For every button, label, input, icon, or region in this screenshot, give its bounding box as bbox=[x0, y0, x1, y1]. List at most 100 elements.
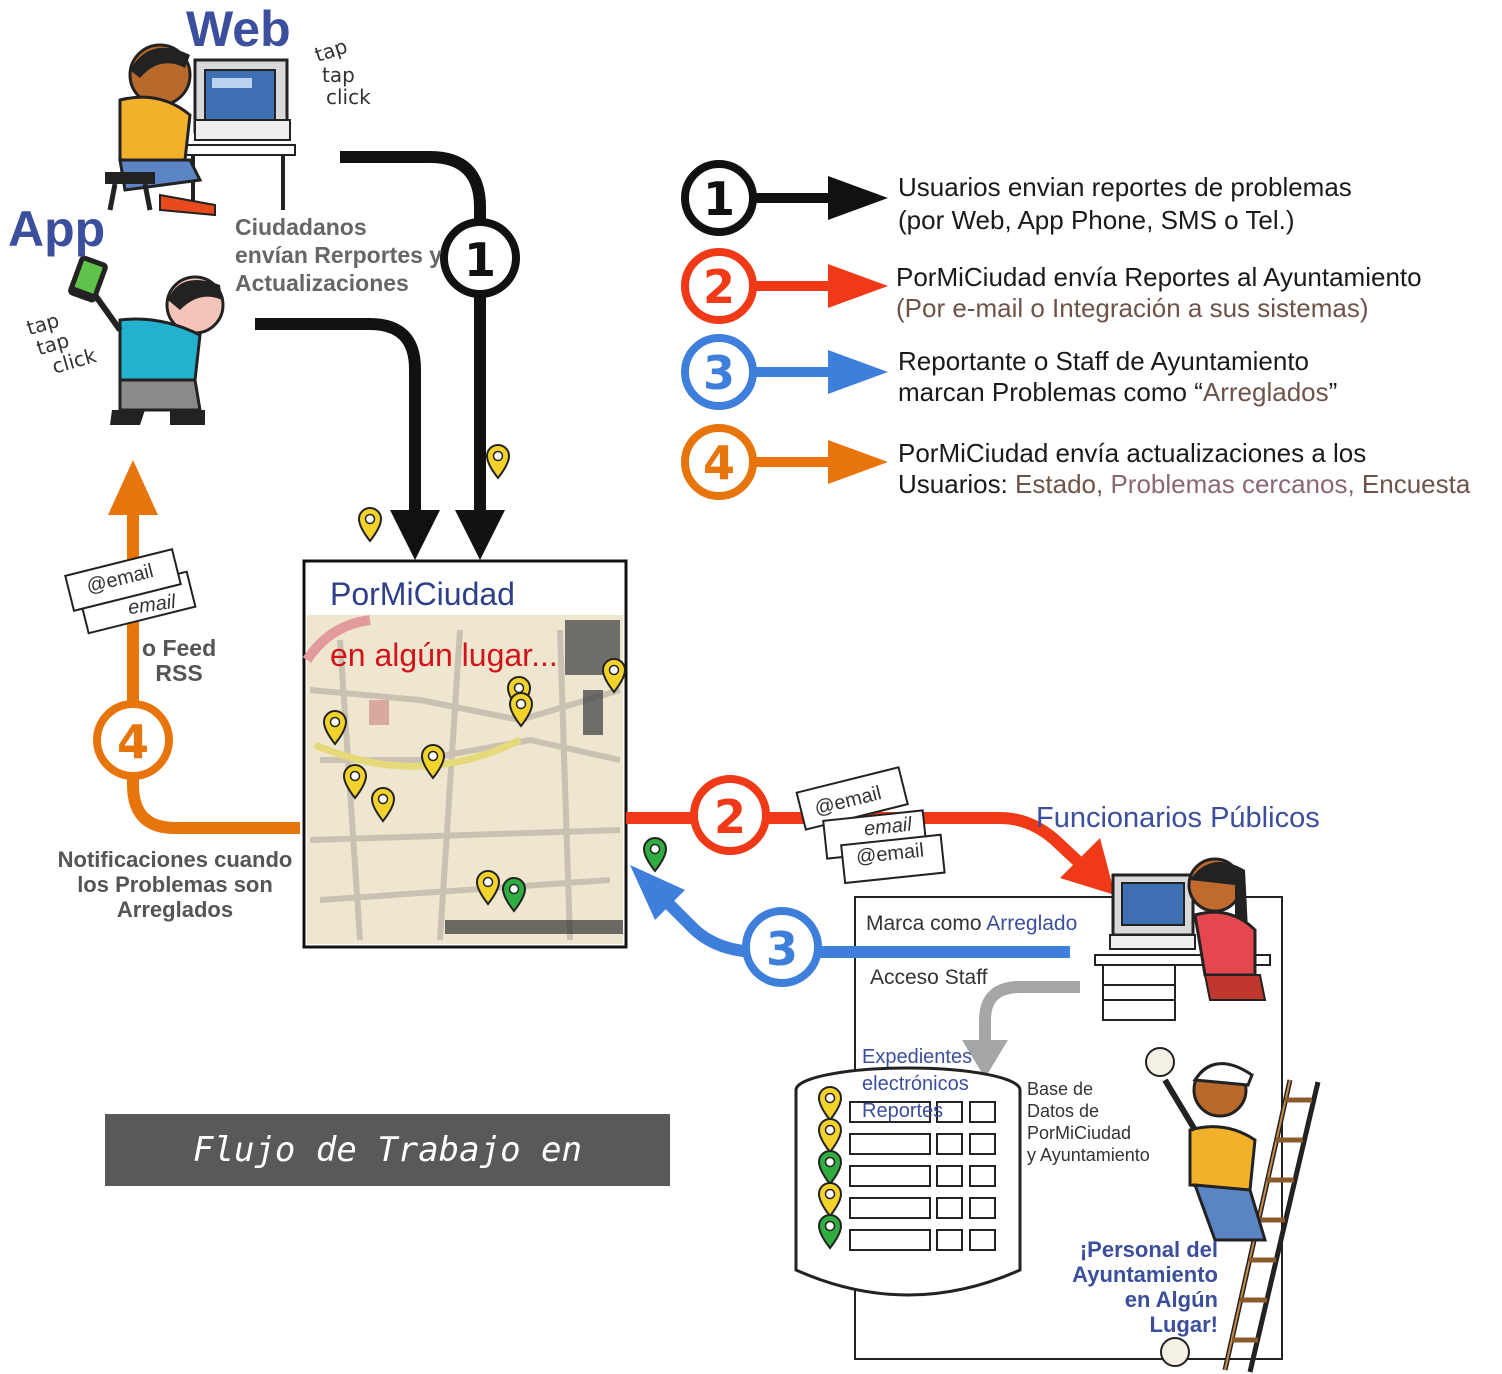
legend-3-line2: marcan Problemas como “Arreglados” bbox=[898, 377, 1337, 408]
legend-3-line1: Reportante o Staff de Ayuntamiento bbox=[898, 346, 1309, 376]
legend-1-line2: (por Web, App Phone, SMS o Tel.) bbox=[898, 205, 1295, 235]
map-pin-icon bbox=[601, 658, 627, 694]
feed-line-1: o Feed bbox=[142, 635, 217, 661]
legend-number-2: 2 bbox=[703, 260, 735, 314]
map-pin-icon bbox=[420, 744, 446, 780]
legend-badge-2 bbox=[681, 248, 757, 324]
database-illustration bbox=[794, 1066, 1022, 1297]
map-pin-icon bbox=[817, 1086, 843, 1122]
legend-2-line2: (Por e-mail o Integración a sus sistemas… bbox=[896, 293, 1369, 323]
db-caption: Base de Datos de PorMiCiudad y Ayuntamie… bbox=[1027, 1078, 1150, 1166]
citizens-line-1: Ciudadanos bbox=[235, 214, 367, 240]
app-label: App bbox=[8, 201, 106, 257]
staff-access-arrow bbox=[962, 981, 1080, 1078]
svg-text:3: 3 bbox=[766, 922, 798, 976]
field-staff-3: en Algún bbox=[1124, 1287, 1218, 1312]
notifications-caption: Notificaciones cuando los Problemas son … bbox=[55, 847, 295, 922]
step1-arrows: 1 bbox=[255, 151, 520, 560]
legend-item-4: PorMiCiudad envía actualizaciones a los … bbox=[898, 438, 1470, 500]
feed-line-2: RSS bbox=[155, 660, 203, 686]
legend-badge-3 bbox=[681, 334, 757, 410]
map-pin-icon bbox=[817, 1150, 843, 1186]
lightbulb-icon bbox=[1145, 1047, 1175, 1077]
field-staff-caption: ¡Personal del Ayuntamiento en Algún Luga… bbox=[1040, 1237, 1218, 1337]
notif-line-2: los Problemas son bbox=[77, 872, 273, 897]
legend-number-3: 3 bbox=[703, 346, 735, 400]
field-staff-1: ¡Personal del bbox=[1079, 1237, 1218, 1262]
web-click: click bbox=[326, 85, 371, 109]
db-item-2: electrónicos bbox=[862, 1073, 969, 1095]
step2-arrow: 2 bbox=[626, 766, 1115, 895]
legend-3-line2-b: Arreglados bbox=[1202, 377, 1329, 407]
map-pin-icon bbox=[475, 870, 501, 906]
svg-text:1: 1 bbox=[464, 233, 496, 287]
citizens-caption: Ciudadanos envían Rerportes y Actualizac… bbox=[235, 213, 442, 297]
pormiciudad-app-box bbox=[302, 559, 628, 949]
notif-line-3: Arreglados bbox=[116, 897, 234, 922]
db-item-1: Expedientes bbox=[862, 1046, 973, 1068]
web-tap-2: tap bbox=[322, 63, 355, 87]
mark-fixed-b: Arreglado bbox=[986, 912, 1078, 935]
svg-text:2: 2 bbox=[714, 790, 746, 844]
app-box-subtitle: en algún lugar... bbox=[330, 637, 558, 673]
web-label: Web bbox=[186, 1, 291, 57]
db-caption-3: PorMiCiudad bbox=[1027, 1123, 1132, 1143]
legend-item-3: Reportante o Staff de Ayuntamiento marca… bbox=[898, 346, 1337, 408]
legend-item-2: PorMiCiudad envía Reportes al Ayuntamien… bbox=[896, 262, 1422, 324]
db-caption-2: Datos de bbox=[1027, 1101, 1100, 1121]
legend-3-line2-c: ” bbox=[1328, 377, 1338, 407]
legend-4-line2-c: Problemas cercanos, bbox=[1110, 469, 1362, 499]
app-user-illustration bbox=[68, 255, 225, 425]
map-pin-icon bbox=[342, 764, 368, 800]
notif-line-1: Notificaciones cuando bbox=[57, 847, 293, 872]
step3-arrow: 3 bbox=[630, 865, 1070, 987]
step1-badge bbox=[440, 218, 520, 298]
citizens-line-3: Actualizaciones bbox=[235, 270, 409, 296]
map-pin-icon bbox=[485, 444, 511, 480]
feed-rss-label: o Feed RSS bbox=[142, 636, 216, 686]
legend-number-1: 1 bbox=[703, 172, 735, 226]
legend-4-line1: PorMiCiudad envía actualizaciones a los bbox=[898, 438, 1367, 468]
mark-fixed-label: Marca como Arreglado bbox=[866, 912, 1077, 936]
step2-badge bbox=[690, 775, 770, 855]
legend-4-line2-d: Encuesta bbox=[1361, 469, 1471, 499]
notification-email-tags bbox=[64, 548, 197, 635]
map-pin-icon bbox=[817, 1182, 843, 1218]
web-tap-text-2: tap click bbox=[322, 64, 371, 108]
legend-arrow-3: 3 bbox=[681, 334, 888, 410]
legend-1-line1: Usuarios envian reportes de problemas bbox=[898, 172, 1352, 202]
lightbulb-icon bbox=[1160, 1337, 1190, 1367]
web-user-illustration bbox=[105, 43, 296, 217]
worker-on-ladder-illustration bbox=[1145, 1047, 1321, 1373]
field-staff-4: Lugar! bbox=[1149, 1312, 1218, 1337]
database-pins bbox=[817, 1086, 843, 1250]
staff-access-label: Acceso Staff bbox=[870, 966, 988, 989]
legend-2-line1: PorMiCiudad envía Reportes al Ayuntamien… bbox=[896, 262, 1422, 292]
legend-4-line2: Usuarios: Estado, Problemas cercanos, En… bbox=[898, 469, 1470, 500]
legend-4-line2-a: Usuarios: bbox=[898, 469, 1016, 499]
workflow-title: Flujo de Trabajo en PorMiCiudad bbox=[105, 1114, 670, 1242]
legend-badge-4 bbox=[681, 424, 757, 500]
step3-badge bbox=[742, 907, 822, 987]
legend-item-1: Usuarios envian reportes de problemas (p… bbox=[898, 172, 1352, 236]
legend-badge-1 bbox=[681, 160, 757, 236]
legend-arrow-1: 1 bbox=[681, 160, 888, 236]
map-pin-icon bbox=[817, 1214, 843, 1250]
map-pin-icon bbox=[370, 787, 396, 823]
db-caption-1: Base de bbox=[1027, 1079, 1094, 1099]
map-pin-icon bbox=[817, 1118, 843, 1154]
db-items: Expedientes electrónicos Reportes bbox=[862, 1044, 972, 1125]
map-pin-icon bbox=[642, 837, 668, 873]
legend-arrow-2: 2 bbox=[681, 248, 888, 324]
map-pin-icon bbox=[508, 692, 534, 728]
field-staff-2: Ayuntamiento bbox=[1072, 1262, 1218, 1287]
officials-label: Funcionarios Públicos bbox=[1036, 802, 1320, 834]
mark-fixed-a: Marca como bbox=[866, 912, 987, 935]
step4-arrow: 4 bbox=[93, 460, 300, 834]
map-pins bbox=[322, 658, 627, 913]
map-pin-icon bbox=[501, 877, 527, 913]
map-pin-icon bbox=[322, 710, 348, 746]
legend-4-line2-b: Estado, bbox=[1015, 469, 1111, 499]
app-box-title: PorMiCiudad bbox=[330, 576, 515, 612]
